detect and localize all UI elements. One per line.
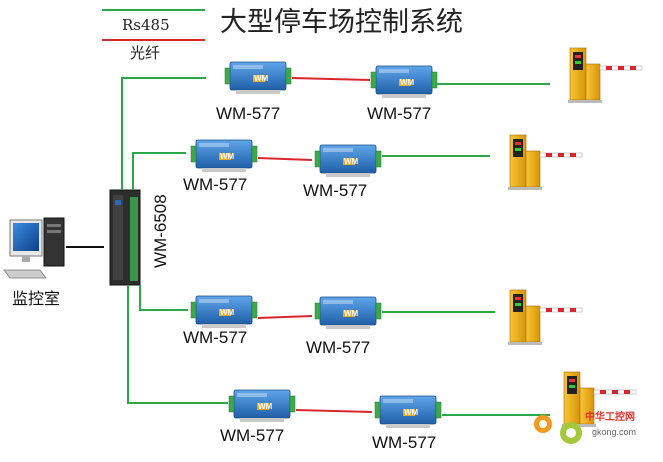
fiber-link xyxy=(257,315,313,319)
row-1-left-label: WM-577 xyxy=(216,104,280,123)
watermark: 中华工控网 gkong.com xyxy=(534,410,636,444)
converter-badge: WM xyxy=(254,74,269,83)
converter-badges: WM WM WM WM WM WM WM WM xyxy=(220,74,419,417)
row-4 xyxy=(228,371,637,429)
fiber-link xyxy=(291,77,371,81)
hub-device xyxy=(109,189,141,286)
row-2 xyxy=(190,134,583,191)
barrier-gate xyxy=(507,134,583,191)
control-room-computer xyxy=(3,217,65,279)
converter-badge: WM xyxy=(400,78,415,87)
legend-fiber-label: 光纤 xyxy=(130,44,160,62)
rs485-trunk xyxy=(121,77,228,404)
control-room-label: 监控室 xyxy=(12,289,60,308)
row-3 xyxy=(190,289,583,346)
watermark-site: gkong.com xyxy=(592,427,636,437)
barrier-gate xyxy=(567,47,643,104)
converter-badge: WM xyxy=(220,308,235,317)
hub-label: WM-6508 xyxy=(151,194,170,268)
monitor-screen xyxy=(13,223,39,251)
row-4-right-label: WM-577 xyxy=(372,433,436,452)
row-4-left-label: WM-577 xyxy=(220,426,284,445)
trunk-row-3 xyxy=(139,285,188,311)
trunk-row-1 xyxy=(121,77,206,190)
converter-badge: WM xyxy=(344,157,359,166)
fiber-link xyxy=(295,409,373,413)
fiber-link xyxy=(257,157,313,161)
watermark-brand: 中华工控网 xyxy=(585,410,635,423)
trunk-row-4 xyxy=(127,285,228,404)
converter-badge: WM xyxy=(404,408,419,417)
diagram-title: 大型停车场控制系统 xyxy=(220,7,463,38)
row-3-right-label: WM-577 xyxy=(306,338,370,357)
legend: Rs485 光纤 xyxy=(102,9,205,62)
keyboard xyxy=(3,269,47,279)
barrier-gate xyxy=(507,289,583,346)
legend-rs485-label: Rs485 xyxy=(122,16,170,34)
row-2-left-label: WM-577 xyxy=(183,175,247,194)
converter-badge: WM xyxy=(344,309,359,318)
converter-badge: WM xyxy=(220,152,235,161)
converter-badge: WM xyxy=(258,402,273,411)
row-1 xyxy=(224,47,643,104)
trunk-row-2 xyxy=(132,152,186,190)
row-1-right-label: WM-577 xyxy=(367,104,431,123)
row-3-left-label: WM-577 xyxy=(183,328,247,347)
row-2-right-label: WM-577 xyxy=(303,181,367,200)
